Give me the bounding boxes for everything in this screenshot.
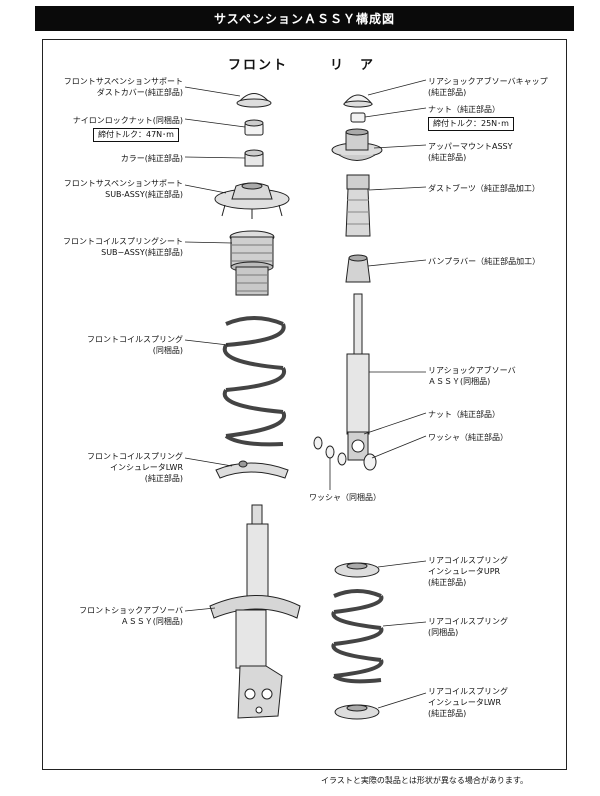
front-torque-box: 締付トルク：47N･m — [93, 128, 179, 142]
front-insulator-lwr-label: フロントコイルスプリングインシュレータLWR(純正部品) — [87, 452, 183, 483]
rear-shock-absorber-part — [346, 293, 370, 461]
front-shock-absorber-part — [209, 504, 301, 719]
front-insulator-lwr-part — [215, 460, 289, 479]
front-coil-spring-part — [222, 316, 287, 447]
diagram-title-bar: サスペンションＡＳＳＹ構成図 — [35, 6, 574, 31]
front-collar-part — [244, 149, 264, 167]
rear-upper-mount-part — [331, 128, 383, 161]
front-header: フロント — [228, 58, 289, 73]
rear-dust-boot-part — [345, 174, 371, 237]
rear-bump-rubber-part — [345, 254, 371, 283]
rear-insulator-upr-part — [334, 562, 380, 578]
rear-washer-bundled-label: ワッシャ（同梱品） — [309, 493, 381, 502]
rear-header: リ ア — [330, 58, 376, 73]
rear-dust-boot-label: ダストブーツ（純正部品加工） — [428, 184, 540, 193]
rear-cap-part — [342, 94, 374, 108]
rear-washer-oem-label: ワッシャ（純正部品） — [428, 433, 508, 442]
diagram-title: サスペンションＡＳＳＹ構成図 — [214, 12, 395, 26]
rear-insulator-upr-label: リアコイルスプリングインシュレータUPR(純正部品) — [428, 556, 508, 587]
rear-nut-part — [350, 112, 366, 123]
front-nylon-nut-part — [244, 119, 264, 136]
rear-bump-rubber-label: バンプラバー（純正部品加工） — [428, 257, 541, 266]
diagram-frame — [42, 39, 567, 770]
rear-torque-box: 締付トルク：25N･m — [428, 117, 514, 131]
footnote: イラストと実際の製品とは形状が異なる場合があります。 — [321, 776, 529, 785]
front-collar-label: カラー(純正部品) — [120, 154, 183, 163]
rear-insulator-lwr-part — [334, 704, 380, 720]
rear-upper-mount-label: アッパーマウントASSY(純正部品) — [428, 142, 513, 162]
front-coil-spring-label: フロントコイルスプリング(同梱品) — [87, 335, 183, 355]
front-spring-seat-part — [229, 230, 275, 296]
rear-insulator-lwr-label: リアコイルスプリングインシュレータLWR(純正部品) — [428, 687, 508, 718]
front-support-part — [214, 182, 290, 219]
rear-cap-label: リアショックアブソーバキャップ(純正部品) — [428, 77, 548, 97]
rear-coil-spring-part — [331, 589, 384, 684]
front-nylon-nut-label: ナイロンロックナット(同梱品) — [72, 116, 183, 125]
rear-nut-lower-label: ナット（純正部品） — [428, 410, 500, 419]
front-dust-cover-label: フロントサスペンションサポートダストカバー(純正部品) — [63, 77, 183, 97]
rear-coil-spring-label: リアコイルスプリング(同梱品) — [428, 617, 508, 637]
rear-nut-label: ナット（純正部品） — [428, 105, 500, 114]
front-dust-cover-part — [236, 93, 272, 108]
leader-lines — [184, 79, 427, 709]
